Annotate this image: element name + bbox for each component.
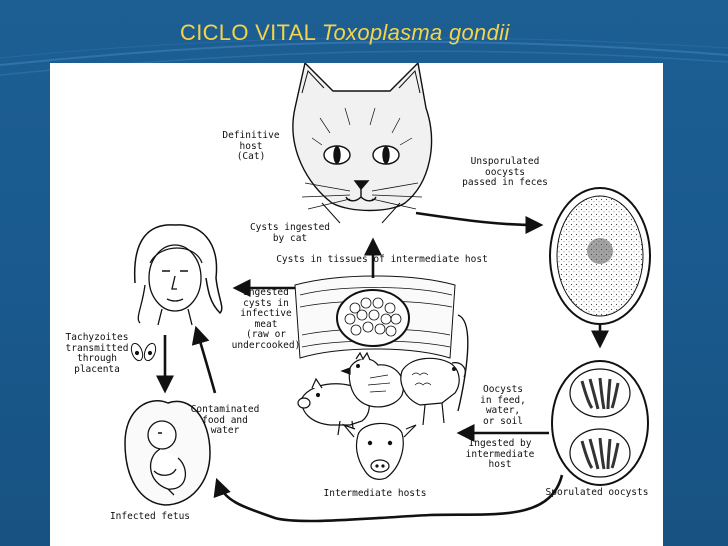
fetus-icon: [124, 399, 211, 506]
label-definitive-host: Definitive host (Cat): [222, 130, 280, 162]
label-oocysts-in-feed: Oocysts in feed, water, or soil: [480, 384, 526, 427]
sporulated-oocyst-icon: [551, 360, 649, 486]
label-sporulated-oocysts: Sporulated oocysts: [545, 487, 649, 498]
label-ingested-by-host: Ingested by intermediate host: [465, 438, 535, 470]
title-organism: Toxoplasma gondii: [321, 20, 510, 45]
diagram-drawing: [124, 63, 651, 523]
label-tachyzoites: Tachyzoites transmitted through placenta: [65, 332, 129, 375]
title-prefix: CICLO VITAL: [180, 20, 316, 45]
cat-icon: [292, 63, 433, 224]
label-intermediate-hosts: Intermediate hosts: [323, 488, 427, 499]
label-cysts-ingested: Cysts ingested by cat: [249, 222, 331, 244]
tachyzoites-icon: [130, 342, 157, 362]
label-infected-fetus: Infected fetus: [109, 511, 191, 522]
lifecycle-diagram: Definitive host (Cat) Unsporulated oocys…: [50, 63, 663, 546]
pig-icon: [297, 377, 370, 436]
slide-title: CICLO VITAL Toxoplasma gondii: [180, 20, 510, 46]
chicken-icon: [340, 351, 404, 408]
tissue-cyst-icon: [294, 275, 456, 359]
label-contaminated-food: Contaminated food and water: [190, 404, 260, 436]
sheep-icon: [400, 357, 466, 426]
oocyst-icon: [549, 187, 651, 325]
cow-icon: [342, 422, 417, 480]
label-unsporulated-oocysts: Unsporulated oocysts passed in feces: [462, 156, 548, 188]
lifecycle-arrows: [155, 211, 610, 523]
label-ingested-cysts: Ingested cysts in infective meat (raw or…: [231, 287, 301, 351]
label-cysts-in-tissues: Cysts in tissues of intermediate host: [276, 254, 488, 265]
human-woman-icon: [133, 224, 223, 326]
